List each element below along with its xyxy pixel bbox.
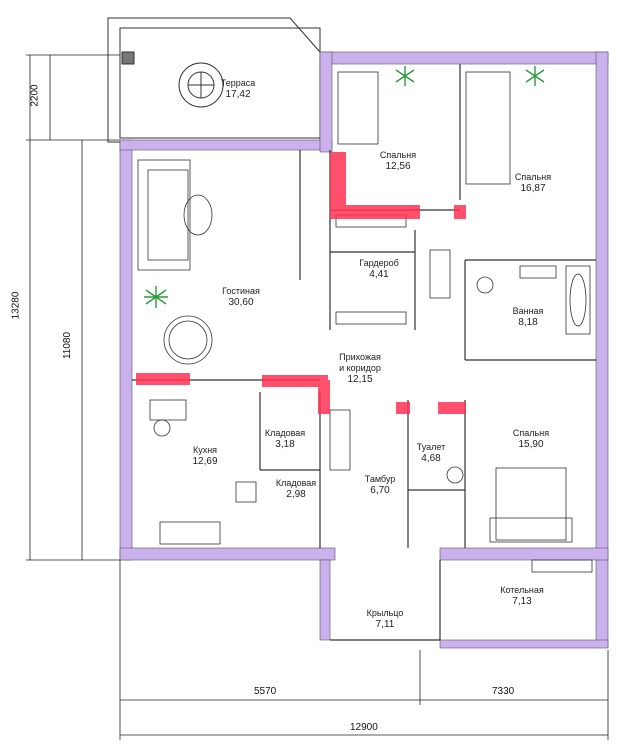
dim-left-main: 11080 (62, 331, 74, 360)
dim-left-total: 13280 (10, 291, 22, 320)
dim-bottom-right: 7330 (492, 686, 515, 697)
dim-left-top: 2200 (29, 84, 41, 107)
furniture (137, 71, 593, 573)
highlight-marks (136, 152, 466, 414)
dim-bottom-left: 5570 (254, 686, 277, 697)
dim-bottom-total: 12900 (350, 722, 378, 733)
dimension-lines (26, 54, 609, 740)
plant-icons (144, 66, 545, 308)
terrace (107, 17, 321, 143)
walls (119, 51, 609, 649)
